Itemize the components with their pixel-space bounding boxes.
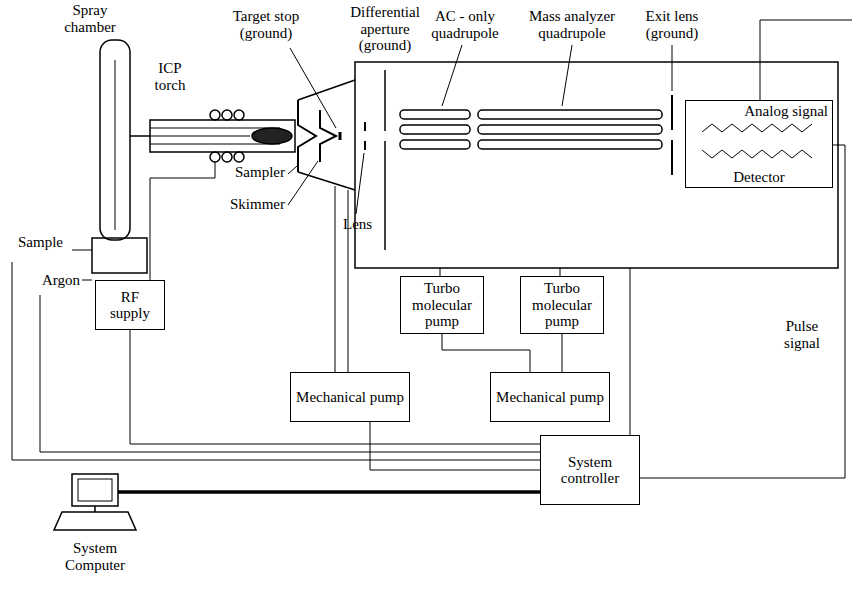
lens <box>364 141 366 150</box>
part-label: AC - only quadrupole <box>420 8 510 41</box>
connector-wire <box>562 334 563 372</box>
detector-box: Analog signalDetector <box>685 100 833 188</box>
load-coil <box>210 110 244 162</box>
part-label: Lens <box>343 216 381 233</box>
exit-lens <box>671 140 673 175</box>
box-text: Mechanical pump <box>496 389 604 406</box>
sampler-cone <box>298 100 316 172</box>
part-label: Spray chamber <box>55 2 125 35</box>
turbo-pump-box: Turbo molecular pump <box>400 276 484 334</box>
torch-tube <box>150 128 280 129</box>
exit-lens <box>671 95 673 130</box>
part-label: ICP torch <box>145 60 195 93</box>
vacuum-chamber <box>355 62 838 268</box>
ac-only-quadrupole <box>400 110 470 149</box>
input-label: Argon <box>42 272 86 289</box>
box-text: Analog signal <box>744 103 828 120</box>
connector-wire <box>640 145 845 478</box>
box-text: Turbo molecular pump <box>525 280 599 330</box>
dynode <box>702 124 812 132</box>
plasma <box>252 128 292 144</box>
part-label: Sampler <box>225 164 285 181</box>
controller-box: System controller <box>540 435 640 505</box>
connector-wire <box>442 334 530 372</box>
spray-base <box>92 238 147 273</box>
differential-aperture <box>384 70 386 131</box>
part-label: Mass analyzer quadrupole <box>520 8 624 41</box>
analog-signal-wire <box>760 20 852 100</box>
connector-wire <box>130 330 540 444</box>
lens <box>364 122 366 131</box>
spray-chamber <box>100 40 130 240</box>
interface-wall <box>298 172 355 190</box>
part-label: Target stop (ground) <box>226 8 306 41</box>
chamber-to-torch <box>130 135 150 137</box>
part-label: Skimmer <box>225 196 285 213</box>
signal-label: Pulse signal <box>766 318 838 351</box>
mass-analyzer-quadrupole <box>478 110 662 149</box>
spray-tube <box>115 60 116 230</box>
dynode <box>702 150 812 158</box>
wires <box>12 162 630 470</box>
box-text: RF supply <box>100 289 160 322</box>
box-text: Turbo molecular pump <box>405 280 479 330</box>
box-text: System controller <box>545 454 635 487</box>
mechanical-pump-box: Mechanical pump <box>490 372 610 422</box>
mechanical-pump-box: Mechanical pump <box>290 372 410 422</box>
turbo-pump-box: Turbo molecular pump <box>520 276 604 334</box>
differential-aperture <box>384 141 386 250</box>
leader-lines <box>72 45 672 280</box>
part-label: Exit lens (ground) <box>632 8 712 41</box>
system-computer-icon <box>54 474 540 530</box>
interface-wall <box>298 80 355 100</box>
rf-supply-box: RF supply <box>95 280 165 330</box>
box-text: Mechanical pump <box>296 389 404 406</box>
box-text: Detector <box>733 169 785 186</box>
target-stop <box>339 132 342 140</box>
skimmer-cone <box>320 110 336 162</box>
torch-tube <box>150 144 280 145</box>
part-label: Differential aperture (ground) <box>343 4 427 54</box>
input-label: Sample <box>18 234 72 251</box>
torch-injector <box>150 136 250 137</box>
icp-torch <box>150 120 295 152</box>
computer-label: System Computer <box>55 540 135 573</box>
